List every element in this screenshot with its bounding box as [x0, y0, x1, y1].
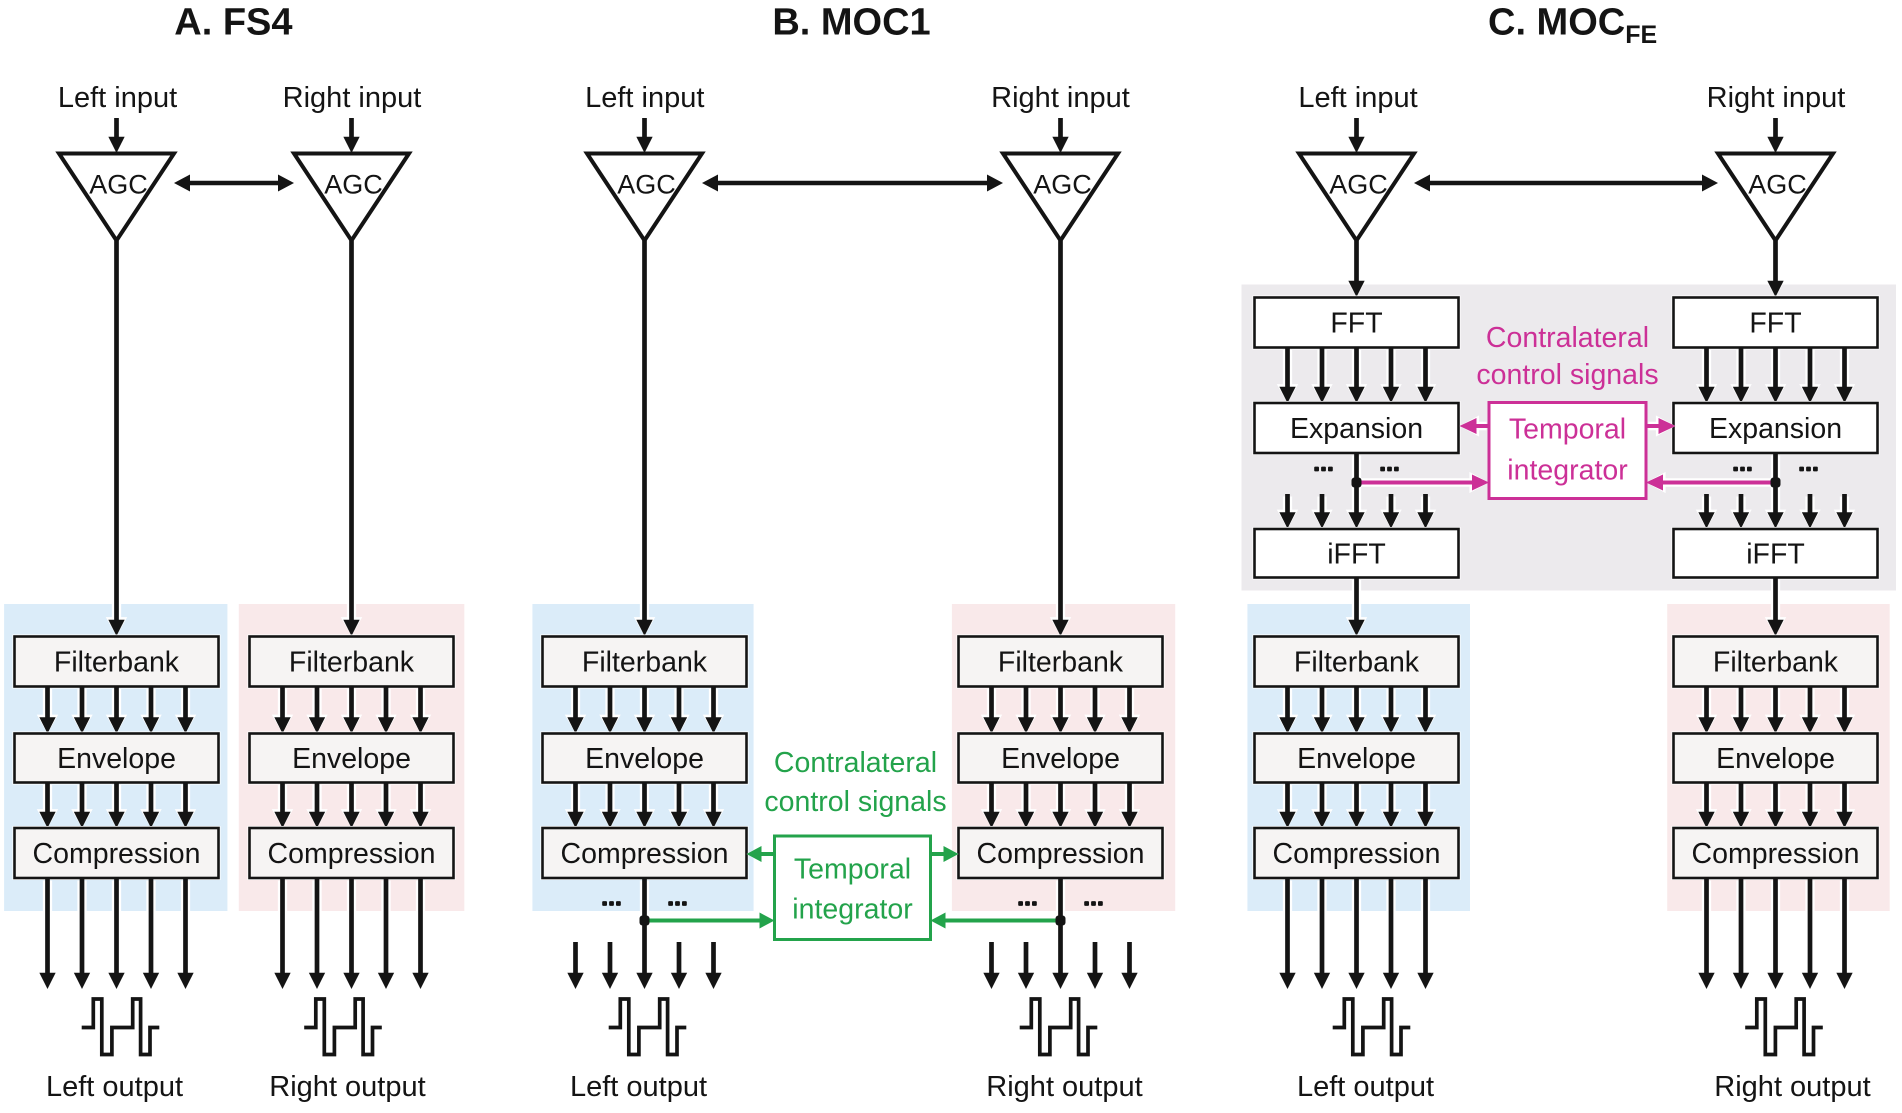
svg-text:FFT: FFT: [1330, 308, 1382, 340]
svg-text:Right output: Right output: [986, 1071, 1142, 1103]
svg-text:Compression: Compression: [268, 838, 436, 870]
svg-text:Envelope: Envelope: [57, 743, 176, 775]
svg-text:B. MOC1: B. MOC1: [772, 2, 930, 44]
svg-text:Envelope: Envelope: [1001, 743, 1120, 775]
svg-text:Contralateral: Contralateral: [1486, 322, 1649, 354]
svg-text:Left input: Left input: [585, 82, 704, 114]
svg-text:Left output: Left output: [1297, 1071, 1434, 1103]
svg-text:Right input: Right input: [1707, 82, 1846, 114]
svg-text:integrator: integrator: [792, 894, 913, 926]
svg-text:AGC: AGC: [324, 170, 383, 200]
svg-text:Compression: Compression: [1273, 838, 1441, 870]
svg-text:Compression: Compression: [1692, 838, 1860, 870]
svg-text:Right output: Right output: [269, 1071, 425, 1103]
svg-text:Envelope: Envelope: [1716, 743, 1835, 775]
svg-text:Envelope: Envelope: [1297, 743, 1416, 775]
svg-text:Envelope: Envelope: [585, 743, 704, 775]
svg-text:Compression: Compression: [561, 838, 729, 870]
svg-text:Temporal: Temporal: [794, 854, 911, 886]
svg-text:AGC: AGC: [89, 170, 148, 200]
svg-text:Compression: Compression: [977, 838, 1145, 870]
svg-text:Left output: Left output: [570, 1071, 707, 1103]
svg-text:A. FS4: A. FS4: [174, 2, 292, 44]
svg-text:Temporal: Temporal: [1509, 414, 1626, 446]
svg-text:Filterbank: Filterbank: [289, 647, 415, 679]
svg-text:Filterbank: Filterbank: [54, 647, 180, 679]
svg-text:iFFT: iFFT: [1327, 538, 1386, 570]
svg-text:Envelope: Envelope: [292, 743, 411, 775]
svg-text:Left input: Left input: [1298, 82, 1417, 114]
svg-text:Filterbank: Filterbank: [1713, 647, 1839, 679]
svg-text:Filterbank: Filterbank: [582, 647, 708, 679]
svg-text:AGC: AGC: [617, 170, 676, 200]
svg-text:Filterbank: Filterbank: [1294, 647, 1420, 679]
svg-text:Expansion: Expansion: [1709, 413, 1842, 445]
svg-text:Expansion: Expansion: [1290, 413, 1423, 445]
svg-text:Right input: Right input: [991, 82, 1130, 114]
svg-text:AGC: AGC: [1748, 170, 1807, 200]
svg-text:control signals: control signals: [1476, 359, 1658, 391]
svg-text:AGC: AGC: [1033, 170, 1092, 200]
svg-text:AGC: AGC: [1329, 170, 1388, 200]
svg-text:Right input: Right input: [283, 82, 422, 114]
svg-text:Filterbank: Filterbank: [998, 647, 1124, 679]
svg-text:iFFT: iFFT: [1746, 538, 1805, 570]
svg-text:Left input: Left input: [58, 82, 177, 114]
svg-text:Compression: Compression: [33, 838, 201, 870]
svg-text:Left output: Left output: [46, 1071, 183, 1103]
svg-text:integrator: integrator: [1507, 455, 1628, 487]
svg-text:Contralateral: Contralateral: [774, 747, 937, 779]
svg-text:FFT: FFT: [1749, 308, 1801, 340]
svg-text:Right output: Right output: [1714, 1071, 1870, 1103]
svg-text:control signals: control signals: [764, 786, 946, 818]
